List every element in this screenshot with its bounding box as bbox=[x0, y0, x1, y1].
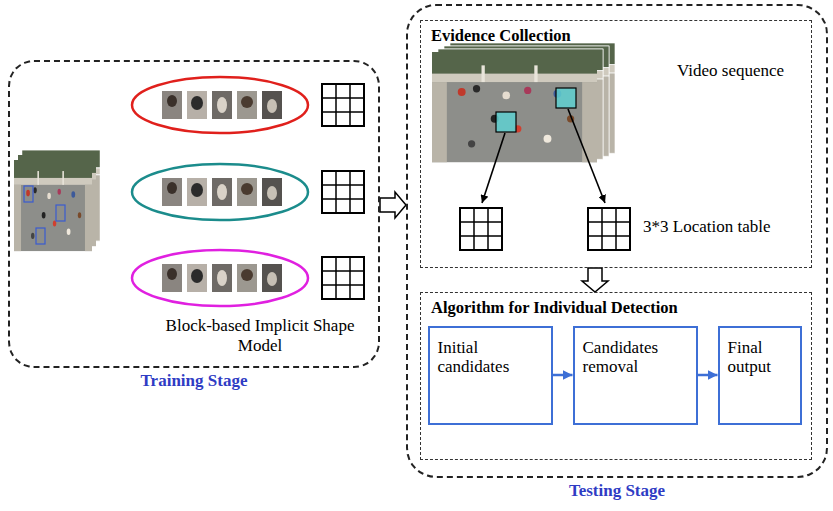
leader-arrow bbox=[568, 109, 605, 203]
location-grid bbox=[322, 257, 364, 299]
section-title: Evidence Collection bbox=[431, 27, 571, 46]
test-video-frames bbox=[432, 43, 615, 162]
process-box: Final output bbox=[718, 326, 802, 425]
table-label: 3*3 Location table bbox=[643, 217, 770, 237]
location-grid bbox=[322, 171, 364, 213]
process-box: Candidates removal bbox=[573, 326, 698, 425]
location-grid bbox=[460, 208, 502, 250]
location-grid bbox=[322, 84, 364, 126]
process-label: Initial candidates bbox=[438, 338, 543, 377]
image-label: Video sequence bbox=[677, 61, 784, 81]
process-box: Initial candidates bbox=[428, 326, 553, 425]
stage-label: Training Stage bbox=[10, 371, 378, 391]
patch-cluster bbox=[132, 250, 308, 306]
stage-region: Evidence CollectionVideo sequence 3*3 Loc… bbox=[406, 4, 828, 478]
flow-arrow bbox=[553, 374, 573, 377]
model-label: Block-based Implicit Shape Model bbox=[150, 316, 370, 355]
stage-arrow bbox=[380, 192, 406, 218]
stage-arrow bbox=[582, 268, 608, 292]
stage-region: Block-based Implicit Shape ModelTraining… bbox=[8, 60, 380, 368]
flow-arrow bbox=[698, 374, 718, 377]
leader-arrow bbox=[482, 133, 505, 203]
process-label: Candidates removal bbox=[583, 338, 688, 377]
location-grid bbox=[588, 208, 630, 250]
process-label: Final output bbox=[728, 338, 792, 377]
section-title: Algorithm for Individual Detection bbox=[431, 299, 678, 318]
patch-cluster bbox=[132, 164, 308, 220]
patch-cluster bbox=[132, 77, 308, 133]
training-video-frames bbox=[14, 150, 100, 251]
section-box: Evidence CollectionVideo sequence 3*3 Loc… bbox=[420, 20, 812, 268]
section-box: Initial candidates Candidates removal Fina… bbox=[420, 292, 812, 460]
stage-label: Testing Stage bbox=[408, 481, 826, 501]
